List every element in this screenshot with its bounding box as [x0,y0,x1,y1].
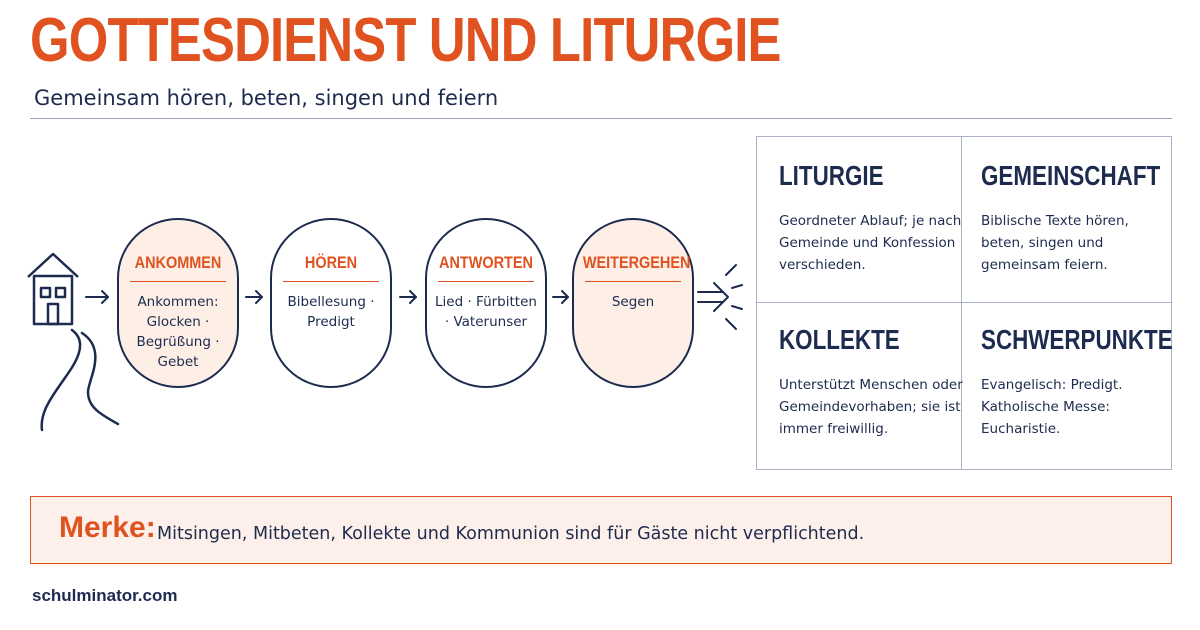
merke-label: Merke: [59,511,156,544]
step-hoeren: HÖREN Bibellesung · Predigt [270,218,392,388]
step-title: ANTWORTEN [439,253,533,272]
step-divider [585,281,681,282]
step-text: Ankommen: Glocken · Begrüßung · Gebet [136,294,220,370]
page-title: GOTTESDIENST UND LITURGIE [30,6,781,75]
step-divider [283,281,379,282]
grid-divider-horizontal [757,302,1171,303]
info-cell-title: KOLLEKTE [779,324,900,355]
info-cell-text: Biblische Texte hören, beten, singen und… [981,212,1129,273]
info-cell-text: Evangelisch: Predigt. Katholische Messe:… [981,376,1123,437]
grid-divider-vertical [961,137,962,469]
step-title: ANKOMMEN [134,253,222,272]
page-subtitle: Gemeinsam hören, beten, singen und feier… [34,86,499,110]
info-cell-gemeinschaft: GEMEINSCHAFT Biblische Texte hören, bete… [981,160,1171,276]
house-icon [27,252,79,326]
info-cell-title: SCHWERPUNKTE [981,324,1173,355]
info-cell-schwerpunkte: SCHWERPUNKTE Evangelisch: Predigt. Katho… [981,324,1173,440]
step-weitergehen: WEITERGEHEN Segen [572,218,694,388]
info-cell-text: Unterstützt Menschen oder Gemeindevorhab… [779,376,963,437]
info-cell-kollekte: KOLLEKTE Unterstützt Menschen oder Gemei… [779,324,969,440]
info-cell-liturgie: LITURGIE Geordneter Ablauf; je nach Geme… [779,160,969,276]
step-title: WEITERGEHEN [582,253,691,272]
merke-box: Merke: Mitsingen, Mitbeten, Kollekte und… [30,496,1172,564]
info-grid: LITURGIE Geordneter Ablauf; je nach Geme… [756,136,1173,470]
title-divider [30,118,1172,119]
step-text: Segen [611,294,655,310]
exit-arrow-icon [697,264,743,330]
info-cell-title: GEMEINSCHAFT [981,160,1161,191]
step-text: Bibellesung · Predigt [287,294,375,330]
step-divider [130,281,226,282]
step-antworten: ANTWORTEN Lied · Fürbitten · Vaterunser [425,218,547,388]
step-text: Lied · Fürbitten · Vaterunser [435,294,537,330]
road-icon [40,328,120,432]
step-divider [438,281,534,282]
step-ankommen: ANKOMMEN Ankommen: Glocken · Begrüßung ·… [117,218,239,388]
step-title: HÖREN [304,253,358,272]
arrow-right-icon [85,290,569,304]
merke-text: Mitsingen, Mitbeten, Kollekte und Kommun… [157,524,865,544]
info-cell-text: Geordneter Ablauf; je nach Gemeinde und … [779,212,962,273]
info-cell-title: LITURGIE [779,160,884,191]
footer-site-name: schulminator.com [32,586,178,605]
flow-graphics [27,252,743,432]
